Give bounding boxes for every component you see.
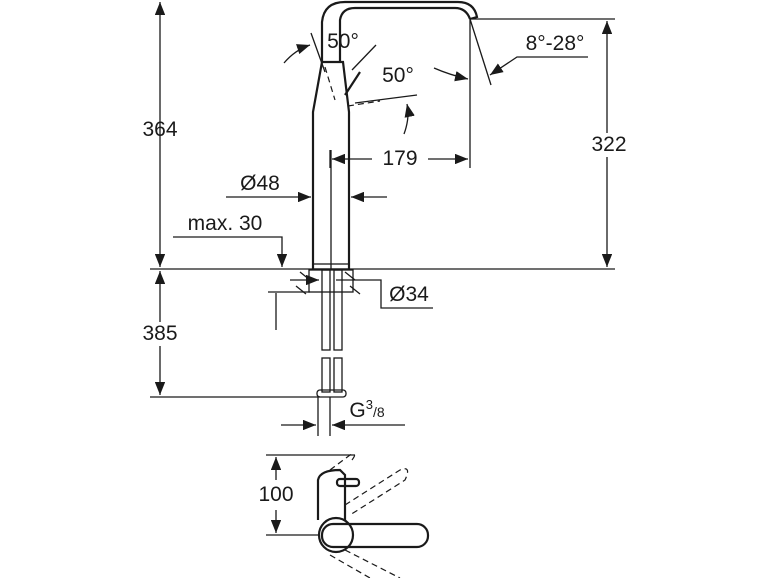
max-thickness-label: max. 30 [187,212,263,235]
spout-height-label: 322 [591,133,627,157]
body-diameter-label: Ø48 [240,172,280,195]
below-counter-label: 385 [142,322,178,346]
spout-reach-label: 179 [382,147,418,170]
handle-angle-top-label: 50° [327,30,359,53]
reach-dimension [329,19,471,168]
connection-den: /8 [372,404,385,420]
top-view [266,453,430,578]
thread-dimension [281,397,405,436]
spout-angle-label: 8°-28° [525,32,585,55]
max-30-dimension [173,236,310,330]
faucet-body [311,0,479,270]
hole-diameter-label: Ø34 [389,283,429,306]
connection-g: G [349,399,366,422]
lever-clearance-label: 100 [258,483,294,507]
connection-num: 3 [365,397,373,412]
connection-label: G3/8 [349,397,384,423]
angle-markers [283,18,588,135]
total-height-label: 364 [142,118,178,141]
handle-angle-side-label: 50° [382,64,414,87]
mounting-and-hoses [290,269,433,398]
